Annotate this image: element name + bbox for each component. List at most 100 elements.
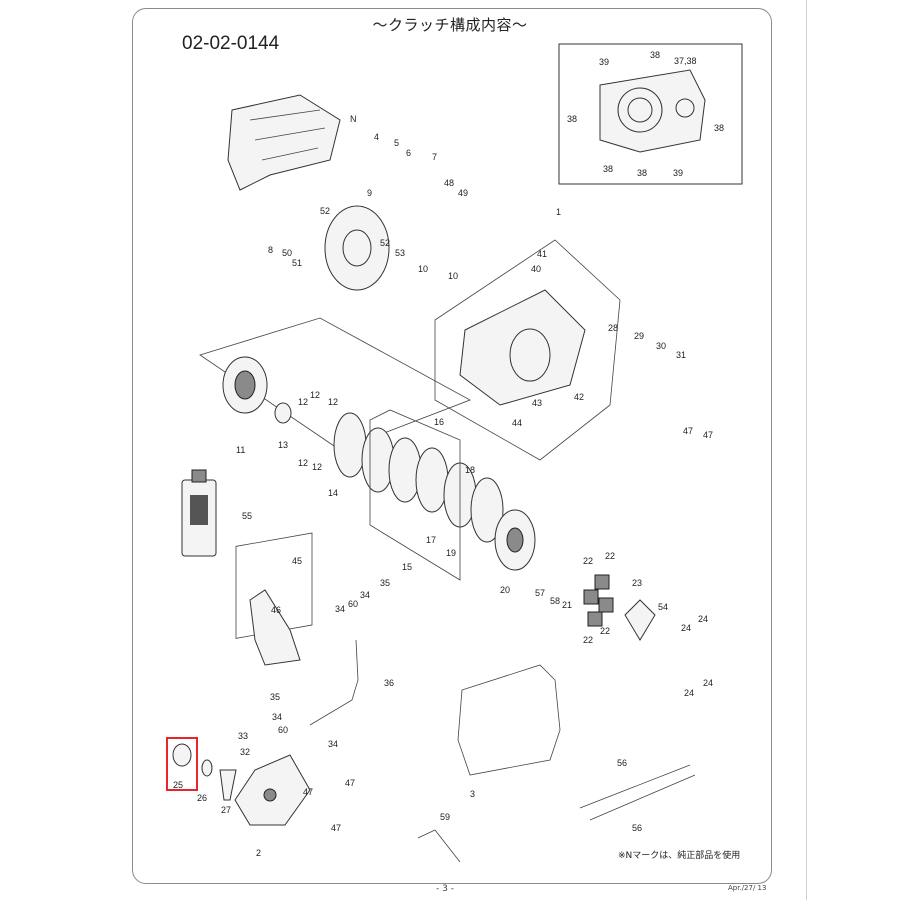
label-34c: 34	[272, 712, 282, 722]
primary-gear-illustration	[324, 205, 390, 291]
label-34d: 34	[328, 739, 338, 749]
label-38a: 38	[650, 50, 660, 60]
label-5: 5	[394, 138, 399, 148]
genuine-parts-note: ※Nマークは、純正部品を使用	[618, 851, 741, 861]
label-10b: 10	[448, 271, 458, 281]
label-52b: 52	[380, 238, 390, 248]
clutch-cover-illustration	[459, 289, 586, 406]
label-14: 14	[328, 488, 338, 498]
label-8: 8	[268, 245, 273, 255]
label-33: 33	[238, 731, 248, 741]
hex-key	[417, 829, 461, 863]
label-47c: 47	[345, 778, 355, 788]
label-41: 41	[537, 249, 547, 259]
label-15: 15	[402, 562, 412, 572]
label-35a: 35	[380, 578, 390, 588]
label-24a: 24	[698, 614, 708, 624]
label-48: 48	[444, 178, 454, 188]
clutch-group-outline	[199, 317, 471, 451]
label-38c: 38	[714, 123, 724, 133]
washer-13	[274, 402, 292, 424]
label-50: 50	[282, 248, 292, 258]
oil-bottle-illustration	[181, 469, 217, 557]
label-12e: 12	[312, 462, 322, 472]
label-22c: 22	[600, 626, 610, 636]
label-36: 36	[384, 678, 394, 688]
clutch-springs-illustration	[583, 574, 614, 627]
label-24b: 24	[681, 623, 691, 633]
page-number: - 3 -	[436, 884, 454, 894]
label-60b: 60	[278, 725, 288, 735]
label-39a: 39	[599, 57, 609, 67]
boot-27	[219, 769, 237, 801]
label-49: 49	[458, 188, 468, 198]
inset-box	[558, 43, 743, 185]
pressure-plate-23	[624, 599, 656, 641]
label-59: 59	[440, 812, 450, 822]
label-25: 25	[173, 780, 183, 790]
label-11: 11	[236, 445, 245, 455]
label-4: 4	[374, 132, 379, 142]
label-12b: 12	[310, 390, 320, 400]
clutch-plates-illustration	[333, 412, 536, 571]
plates-bracket	[369, 409, 461, 581]
inset-cover-illustration	[599, 69, 706, 153]
label-29: 29	[634, 331, 644, 341]
label-47d: 47	[303, 787, 313, 797]
label-45: 45	[292, 556, 302, 566]
label-38e: 38	[637, 168, 647, 178]
label-18: 18	[465, 465, 475, 475]
label-53: 53	[395, 248, 405, 258]
label-47a: 47	[683, 426, 693, 436]
label-27: 27	[221, 805, 231, 815]
label-46: 46	[271, 605, 281, 615]
label-40: 40	[531, 264, 541, 274]
label-38d: 38	[603, 164, 613, 174]
label-12c: 12	[328, 397, 338, 407]
clutch-lever-illustration	[249, 589, 301, 666]
label-47b: 47	[703, 430, 713, 440]
label-24c: 24	[703, 678, 713, 688]
oil-seal-25	[172, 743, 192, 767]
label-47e: 47	[331, 823, 341, 833]
label-54: 54	[658, 602, 668, 612]
crankcase-illustration	[227, 94, 341, 191]
label-30: 30	[656, 341, 666, 351]
label-24d: 24	[684, 688, 694, 698]
label-52a: 52	[320, 206, 330, 216]
label-31: 31	[676, 350, 686, 360]
label-16: 16	[434, 417, 444, 427]
label-6: 6	[406, 148, 411, 158]
label-32: 32	[240, 747, 250, 757]
highlight-box-part-25	[166, 737, 198, 791]
label-23: 23	[632, 578, 642, 588]
label-3: 3	[470, 789, 475, 799]
label-56b: 56	[632, 823, 642, 833]
label-39b: 39	[673, 168, 683, 178]
label-22a: 22	[583, 556, 593, 566]
label-12d: 12	[298, 458, 308, 468]
cable-tie-1	[579, 764, 691, 809]
label-20: 20	[500, 585, 510, 595]
label-38b: 38	[567, 114, 577, 124]
label-57: 57	[535, 588, 545, 598]
label-2: 2	[256, 848, 261, 858]
label-1: 1	[556, 207, 561, 217]
cover-group-outline	[434, 239, 621, 461]
label-60a: 60	[348, 599, 358, 609]
label-10a: 10	[418, 264, 428, 274]
clutch-cable	[309, 639, 359, 726]
label-21: 21	[562, 600, 572, 610]
label-34a: 34	[335, 604, 345, 614]
diagram-title: ～クラッチ構成内容～	[372, 16, 528, 34]
label-56a: 56	[617, 758, 627, 768]
gasket-illustration	[457, 664, 561, 776]
label-42: 42	[574, 392, 584, 402]
label-22b: 22	[605, 551, 615, 561]
label-19: 19	[446, 548, 456, 558]
page-edge-line	[806, 0, 807, 900]
label-22d: 22	[583, 635, 593, 645]
label-34b: 34	[360, 590, 370, 600]
clutch-basket-illustration	[222, 356, 268, 414]
